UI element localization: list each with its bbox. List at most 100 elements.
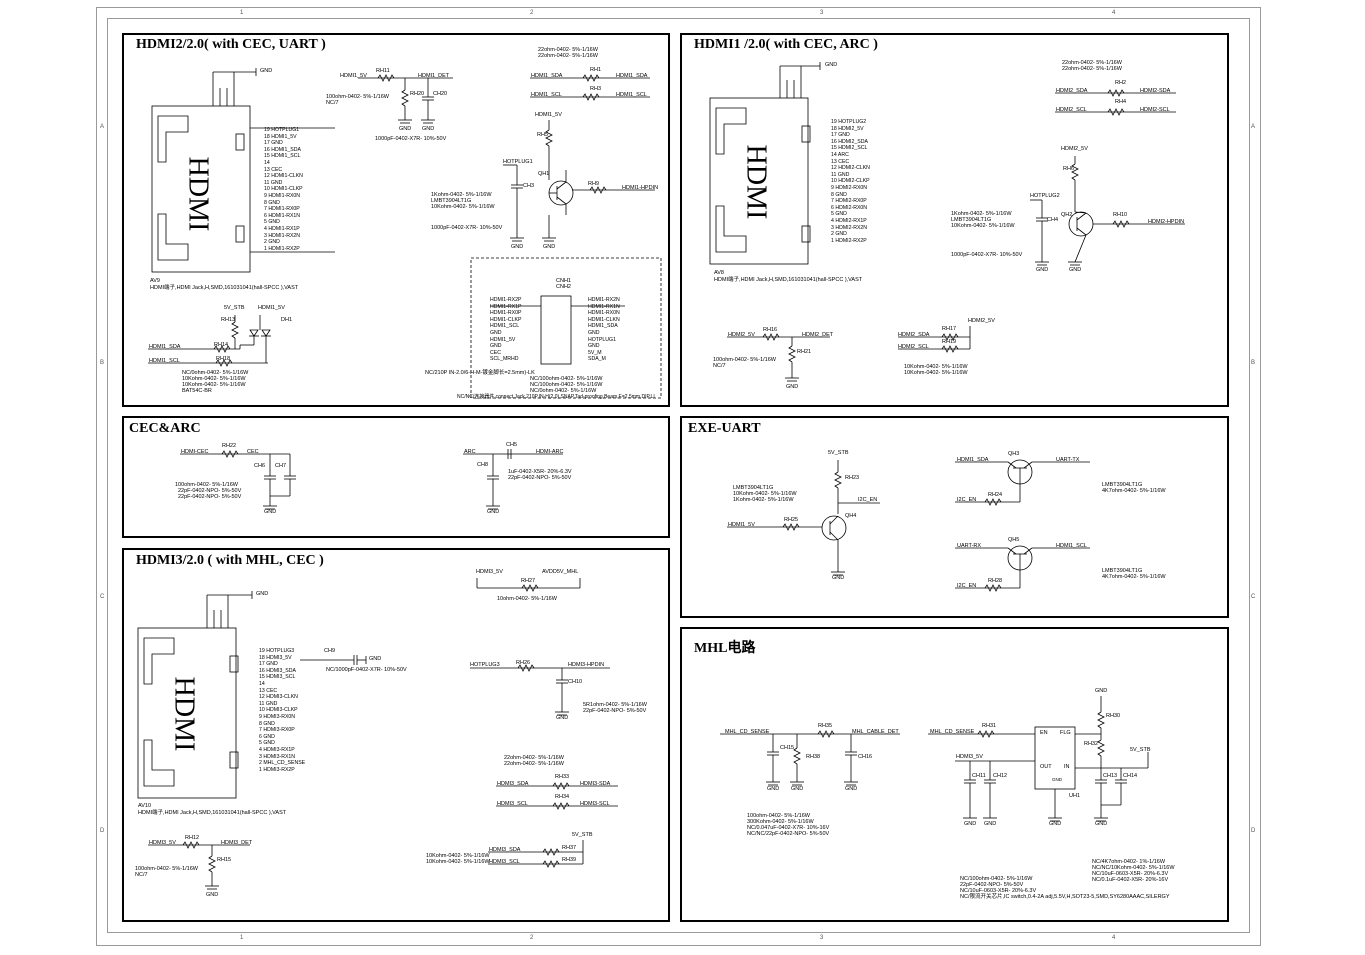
hdmi2-pin: 17 GND — [264, 140, 283, 147]
hdmi3-pin: 15 HDMI3_SCL — [259, 674, 296, 681]
net-label: HDMI1_5V — [258, 305, 285, 311]
hdmi1-pin: 4 HDMI2-RX1P — [831, 217, 867, 224]
header-pin: SCL_MRHD — [490, 356, 519, 363]
header-pin: HDMI1_SDA — [588, 323, 618, 330]
hdmi1-gnd-top: GND — [825, 62, 838, 68]
component-desc: NC/4K7ohm-0402- 1%-1/16W — [1092, 859, 1166, 865]
ref-label: UH1 — [1069, 793, 1081, 799]
hdmi3-pin: 2 MHL_CD_SENSE — [259, 760, 306, 767]
net-label: HOTPLUG1 — [503, 159, 533, 165]
ref-label: CH3 — [523, 183, 535, 189]
component-desc: 10Kohm-0402- 5%-1/16W — [951, 223, 1015, 229]
net-label: HDMI1_SDA — [531, 73, 563, 79]
net-label: 5V_STB — [1130, 747, 1151, 753]
cec-arc-panel-title: CEC&ARC — [129, 421, 201, 436]
component-desc: 10Kohm-0402- 5%-1/16W — [904, 370, 968, 376]
gnd-label: GND — [1095, 688, 1108, 694]
ref-label: RH3 — [590, 86, 602, 92]
header-pin: GND — [588, 343, 600, 350]
hdmi1-pin: 17 GND — [831, 132, 850, 139]
exe-uart-panel-title: EXE-UART — [688, 421, 761, 436]
hdmi1-pin: 15 HDMI2_SCL — [831, 145, 868, 152]
ref-label: RH20 — [410, 91, 425, 97]
header-pin: HDMI1-RX2P — [490, 297, 522, 303]
panel-exe-uart — [680, 416, 1229, 618]
gnd-label: GND — [964, 821, 977, 827]
grid-row-c-left: C — [100, 594, 105, 600]
hdmi2-pin: 10 HDMI1-CLKP — [264, 186, 303, 193]
hdmi3-pin: 19 HOTPLUG3 — [259, 648, 295, 654]
ref-label: QH4 — [845, 513, 857, 519]
header-pin: HDMI1_5V — [490, 336, 516, 343]
gnd-label: GND — [1036, 267, 1049, 273]
hdmi2-pin: 7 HDMI1-RX0P — [264, 206, 300, 213]
component-desc: 22ohm-0402- 5%-1/16W — [538, 47, 598, 53]
ref-label: CH14 — [1123, 773, 1138, 779]
net-label: MHL_CABLE_DET — [852, 729, 899, 735]
component-desc: NC/0.1uF-0402-X5R- 20%-16V — [1092, 877, 1169, 883]
ref-label: RH5 — [537, 132, 549, 138]
ref-label: RH32 — [1084, 741, 1099, 747]
header-pin: HDMI1_SCL — [490, 323, 520, 330]
net-label: HDMI2-SCL — [1140, 107, 1170, 113]
net-label: HDMI3_5V — [476, 569, 503, 575]
hdmi1-pin: 6 HDMI2-RX0N — [831, 204, 868, 211]
ref-label: RH27 — [521, 578, 536, 584]
component-desc: NC/NC/22pF-0402-NPO- 5%-50V — [747, 831, 830, 837]
component-desc: 100ohm-0402- 5%-1/16W — [713, 357, 776, 363]
hdmi2-pin: 5 GND — [264, 219, 280, 226]
net-label: HDMI2_DET — [802, 332, 834, 338]
hdmi1-pin: 10 HDMI2-CLKP — [831, 178, 870, 185]
header-pin: HOTPLUG1 — [588, 336, 616, 343]
hdmi1-connector-label: HDMI — [740, 144, 772, 220]
header-pin: HDMI1-RX0P — [490, 310, 522, 317]
gnd-label: GND — [767, 786, 780, 792]
hdmi3-pin: 1 HDMI3-RX2P — [259, 766, 295, 773]
header-pin: GND — [490, 343, 502, 350]
net-label: 5V_STB — [828, 450, 849, 456]
net-label: HOTPLUG2 — [1030, 193, 1060, 199]
grid-row-a-left: A — [100, 124, 105, 130]
net-label: 5V_STB — [572, 832, 593, 838]
component-desc: 100ohm-0402- 5%-1/16W — [135, 866, 198, 872]
net-label: HDMI3_SDA — [497, 781, 529, 787]
net-label: HDMI-ARC — [536, 449, 564, 455]
net-label: MHL_CD_SENSE — [930, 729, 975, 735]
net-label: CEC — [247, 449, 259, 455]
hdmi3-pin: 10 HDMI3-CLKP — [259, 707, 298, 714]
ref-label: RH11 — [376, 68, 390, 74]
hdmi1-pin: 9 HDMI2-RX0N — [831, 184, 868, 191]
gnd-label: GND — [984, 821, 997, 827]
hdmi2-pin-list: 19 HOTPLUG1 18 HDMI1_5V 17 GND 16 HDMI1_… — [264, 127, 303, 252]
ref-label: RH13 — [221, 317, 236, 323]
component-desc: NC/10uF-0603-X5R- 20%-6.3V — [960, 888, 1037, 894]
hdmi3-pin: 18 HDMI3_5V — [259, 654, 292, 661]
hdmi1-pin: 8 GND — [831, 191, 847, 198]
gnd-label: GND — [556, 715, 569, 721]
gnd-label: GND — [791, 786, 804, 792]
net-label: HOTPLUG3 — [470, 662, 500, 668]
component-desc: NC/0.047uF-0402-X7R- 10%-16V — [747, 825, 830, 831]
component-desc: NC/0ohm-0402- 5%-1/16W — [182, 370, 249, 376]
net-label: HDMI1_5V — [535, 112, 562, 118]
header-pin: HDMI1-CLKN — [588, 316, 620, 323]
component-desc: 1Kohm-0402- 5%-1/16W — [951, 211, 1012, 217]
ic-pin: EN — [1040, 730, 1048, 736]
net-label: HDMI1_SCL — [149, 358, 180, 364]
ic-pin: GND — [1052, 777, 1062, 782]
ref-label: RH19 — [942, 339, 957, 345]
ref-label: RH10 — [1113, 212, 1128, 218]
ref-label: CH10 — [568, 679, 583, 685]
ref-label: CH8 — [477, 462, 489, 468]
hdmi1-connector-ref: AV8 — [714, 270, 724, 276]
component-desc: 22pF-0402-NPO- 5%-50V — [960, 882, 1024, 888]
component-desc: 10Kohm-0402- 5%-1/16W — [733, 491, 797, 497]
ref-label: CH16 — [858, 754, 873, 760]
component-desc: 10ohm-0402- 5%-1/16W — [497, 596, 557, 602]
ic-pin: OUT — [1040, 764, 1052, 770]
hdmi2-connector-ref: AV9 — [150, 278, 160, 284]
component-desc: 300Kohm-0402- 5%-1/16W — [747, 819, 814, 825]
gnd-label: GND — [399, 126, 412, 132]
ref-label: RH2 — [1115, 80, 1127, 86]
hdmi2-connector-desc: HDMI端子,HDMI Jack,H,SMD,161031041(hall-SP… — [150, 285, 299, 291]
